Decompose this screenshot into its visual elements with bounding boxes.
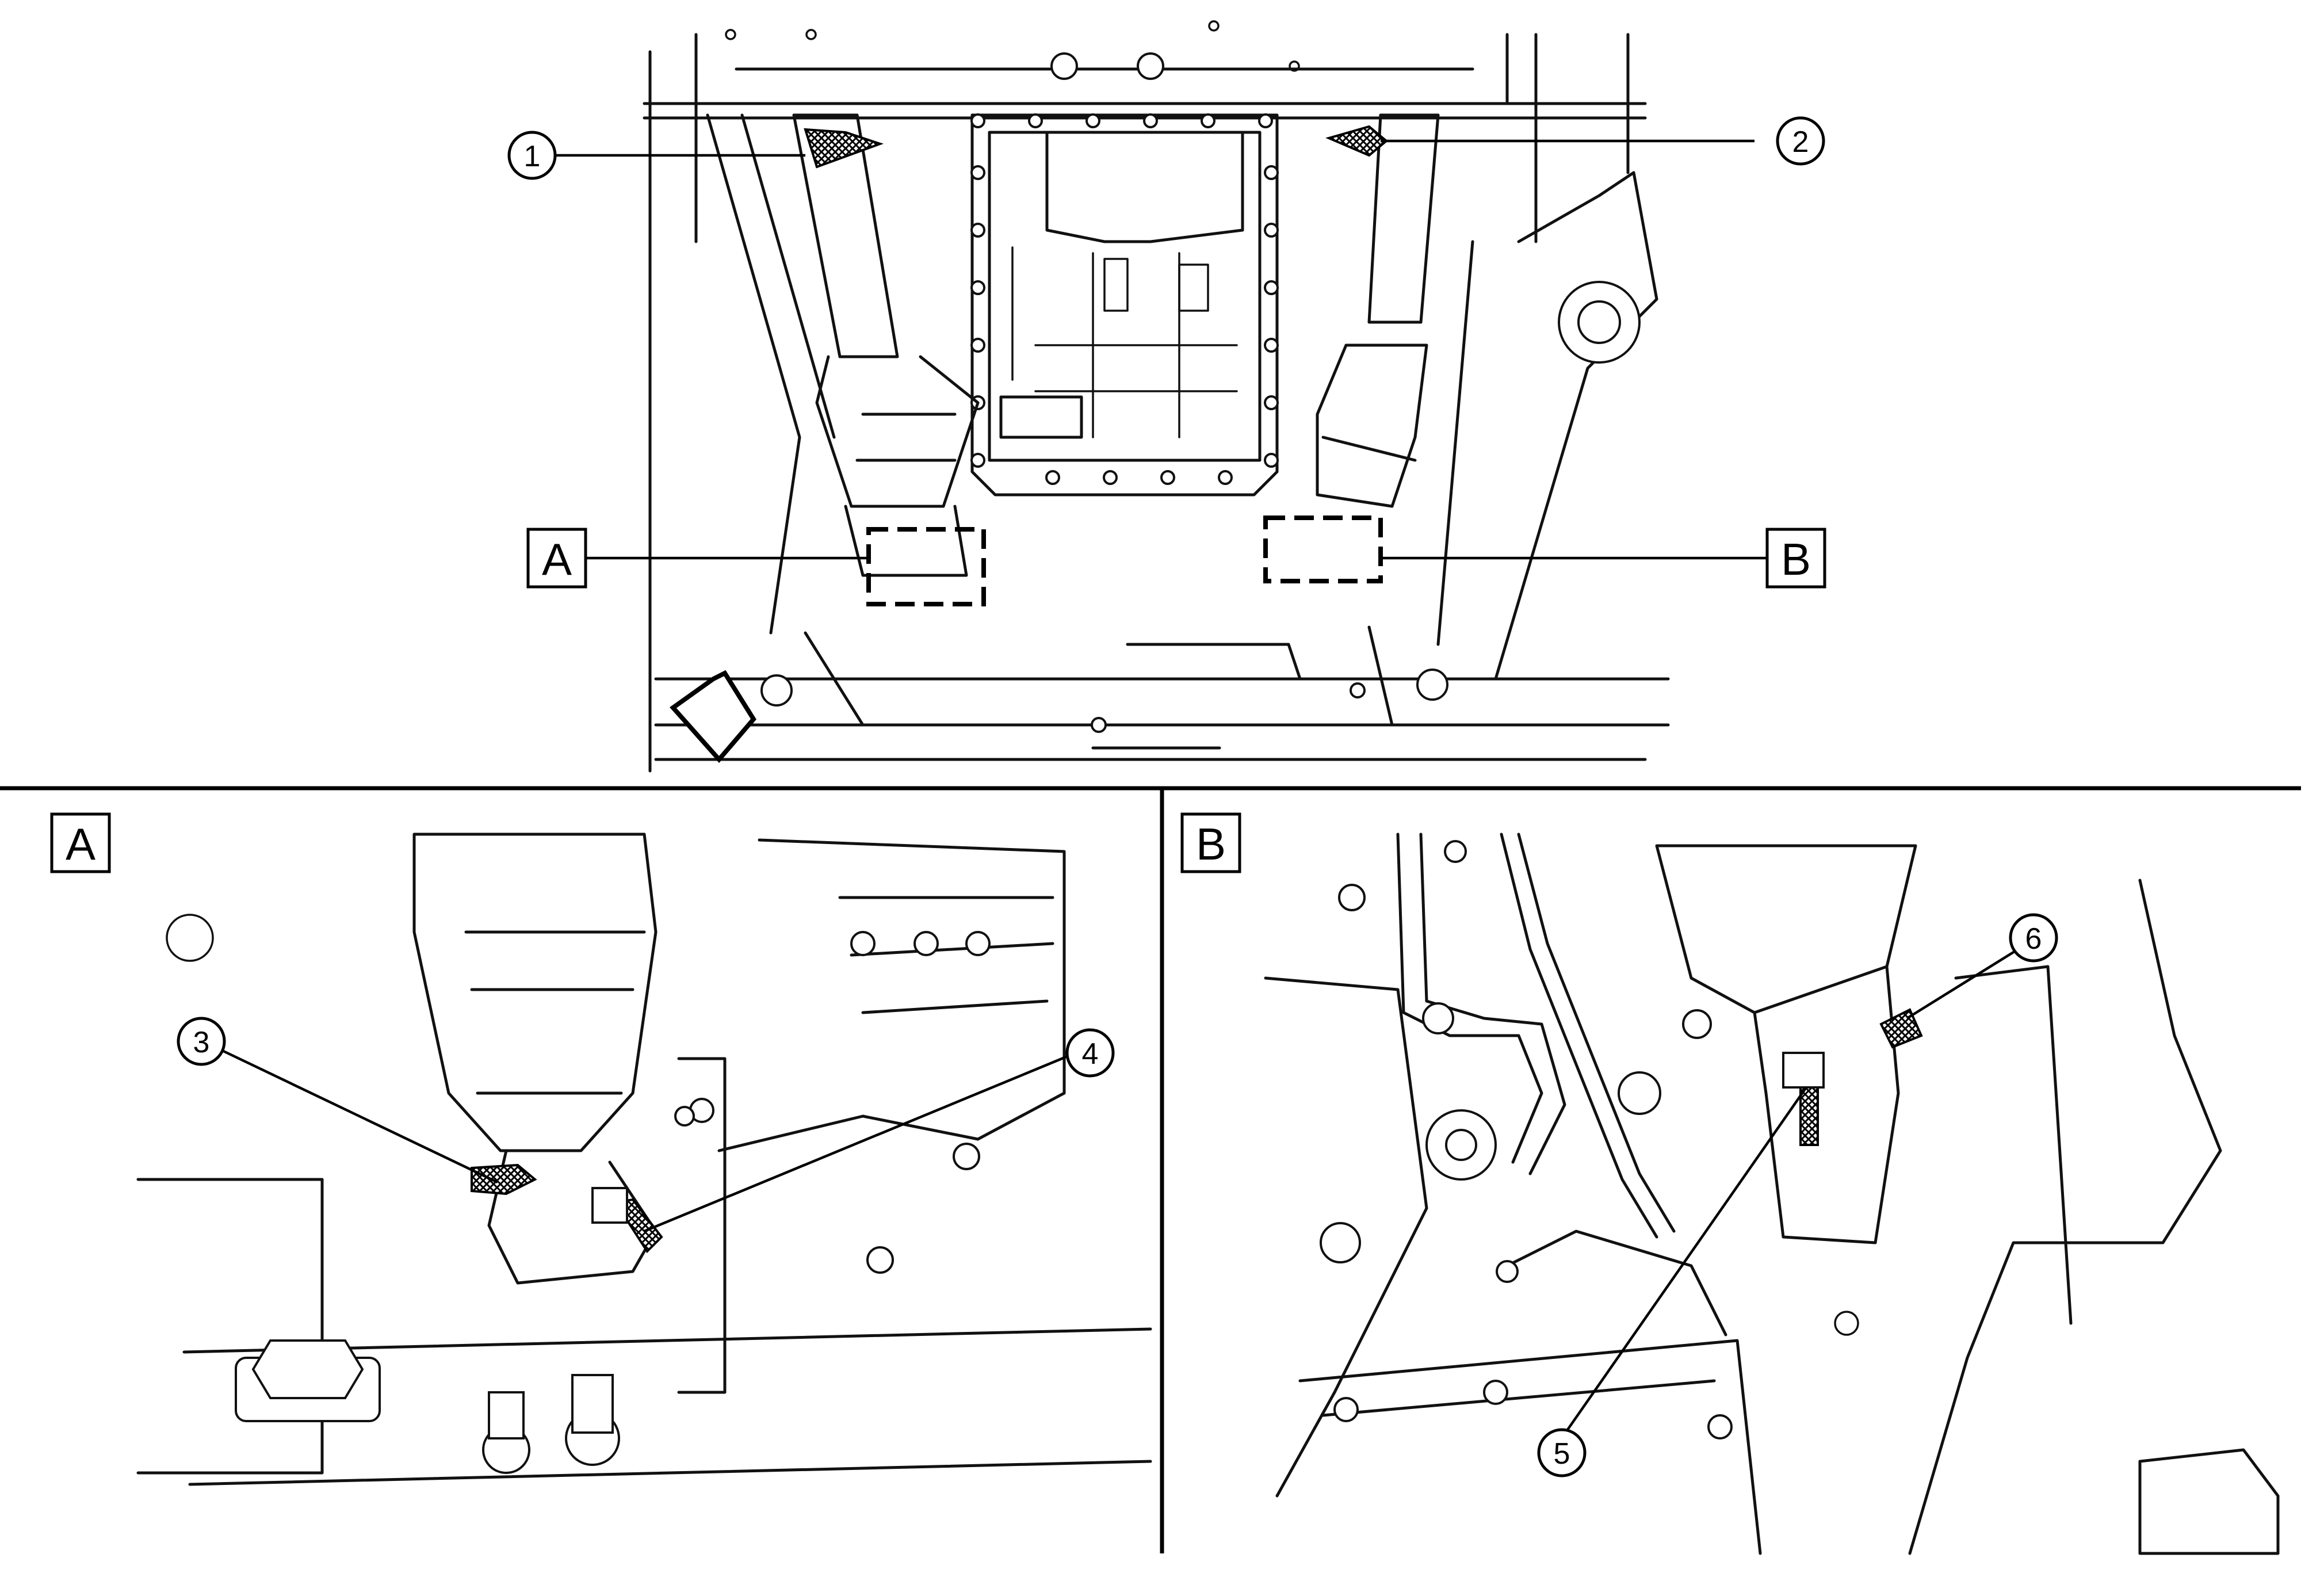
svg-text:3: 3 <box>193 1026 210 1059</box>
detail-b-panel: B 5 <box>1180 812 2280 1555</box>
sensor-6 <box>1879 1008 1923 1049</box>
svg-text:2: 2 <box>1792 125 1809 159</box>
callout-2: 2 <box>1776 116 1825 166</box>
svg-text:A: A <box>542 534 572 585</box>
overview-drawing: 1 2 A B <box>507 20 1826 773</box>
detail-label-a-overview: A <box>526 528 587 589</box>
svg-text:1: 1 <box>524 140 541 173</box>
svg-text:B: B <box>1196 819 1226 869</box>
detail-a-label: A <box>50 812 111 873</box>
detail-box-b <box>1263 516 1383 583</box>
callout-3: 3 <box>177 1017 226 1066</box>
svg-text:5: 5 <box>1554 1437 1570 1471</box>
callout-4: 4 <box>1065 1028 1115 1078</box>
svg-text:4: 4 <box>1082 1037 1099 1071</box>
oil-pan-bolts <box>970 113 1279 485</box>
front-arrow-icon <box>670 670 756 763</box>
svg-text:B: B <box>1781 534 1811 585</box>
detail-label-b-overview: B <box>1765 528 1826 589</box>
svg-text:A: A <box>66 819 95 869</box>
svg-text:6: 6 <box>2025 922 2042 956</box>
callout-5: 5 <box>1537 1428 1587 1477</box>
detail-b-label: B <box>1180 812 1241 873</box>
sensor-3 <box>471 1163 537 1196</box>
detail-a-panel: A 3 <box>50 812 1152 1486</box>
detail-box-a <box>866 527 986 606</box>
sensor-1-overview <box>804 128 884 169</box>
callout-6: 6 <box>2009 913 2058 963</box>
callout-1: 1 <box>507 131 557 180</box>
